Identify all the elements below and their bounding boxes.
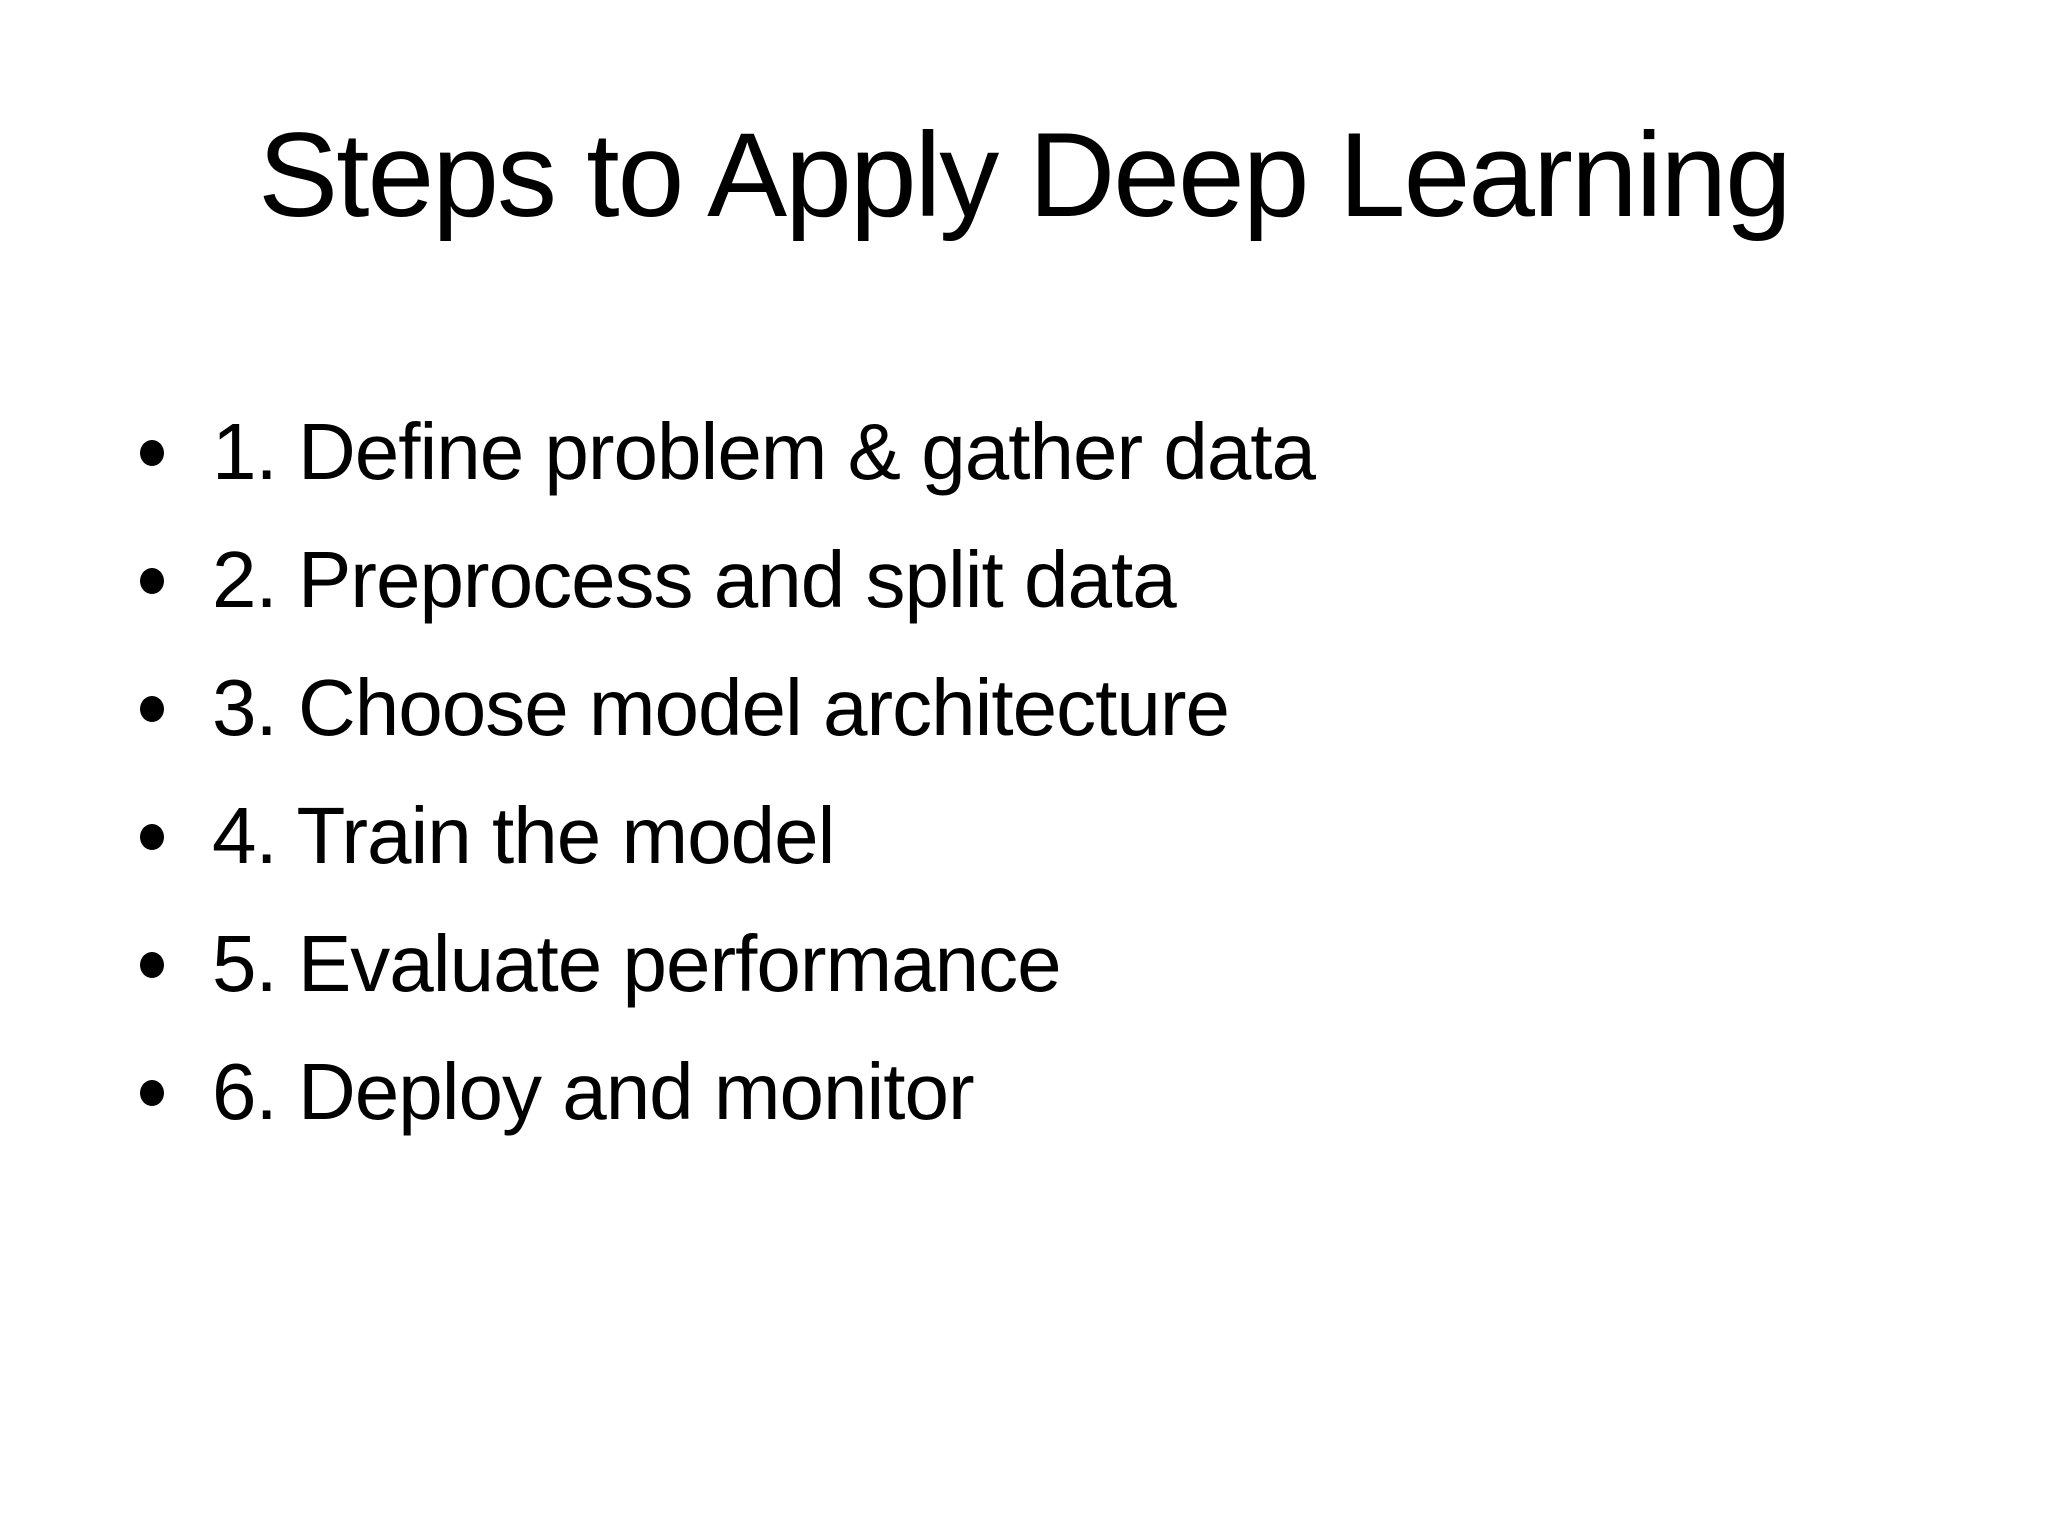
list-item: 6. Deploy and monitor	[0, 1028, 1960, 1156]
bullet-icon	[140, 824, 164, 850]
bullet-icon	[140, 952, 164, 978]
bullet-text: 3. Choose model architecture	[212, 663, 1230, 752]
bullet-icon	[140, 696, 164, 722]
bullet-text: 2. Preprocess and split data	[212, 535, 1177, 624]
bullet-text: 6. Deploy and monitor	[212, 1047, 975, 1136]
list-item: 1. Define problem & gather data	[0, 388, 1960, 516]
list-item: 4. Train the model	[0, 772, 1960, 900]
bullet-text: 4. Train the model	[212, 791, 835, 880]
bullet-text: 5. Evaluate performance	[212, 919, 1062, 1008]
list-item: 5. Evaluate performance	[0, 900, 1960, 1028]
bullet-icon	[140, 440, 164, 466]
list-item: 3. Choose model architecture	[0, 644, 1960, 772]
bullet-icon	[140, 1080, 164, 1106]
bullet-text: 1. Define problem & gather data	[212, 407, 1316, 496]
bullet-icon	[140, 568, 164, 594]
slide-title: Steps to Apply Deep Learning	[258, 108, 1792, 242]
list-item: 2. Preprocess and split data	[0, 516, 1960, 644]
bullet-list: 1. Define problem & gather data 2. Prepr…	[0, 388, 1960, 1156]
